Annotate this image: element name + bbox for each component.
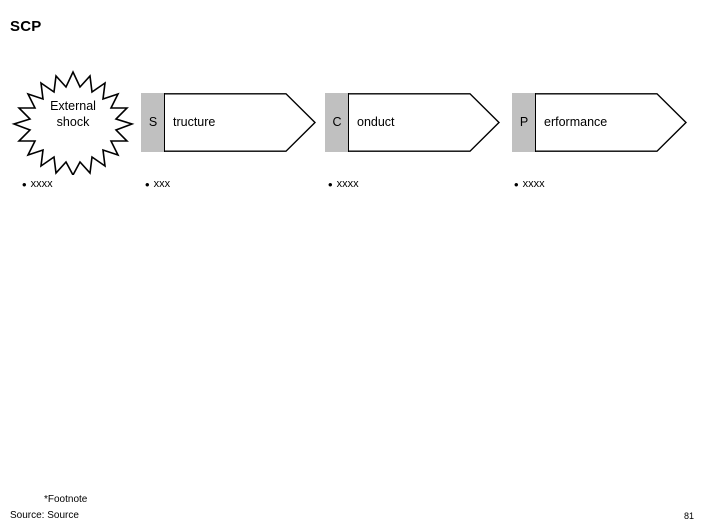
stage-chevron-structure[interactable]: S tructure [141, 93, 316, 152]
stage-chevron-conduct[interactable]: C onduct [325, 93, 500, 152]
page-title: SCP [10, 18, 42, 35]
stage-letter-conduct: C [332, 115, 342, 129]
stage-letter-performance: P [519, 115, 529, 129]
stage-word-conduct: onduct [357, 115, 395, 129]
starburst-icon [11, 70, 135, 175]
external-shock-label-line1: External [50, 99, 96, 113]
stage-chevron-performance[interactable]: P erformance [512, 93, 687, 152]
source-text: Source: Source [10, 510, 79, 521]
bullet-item: •xxxx [514, 176, 545, 192]
bullet-text: xxx [153, 178, 171, 191]
bullet-item: •xxxx [328, 176, 359, 192]
chevron-shape-icon [141, 93, 316, 152]
bullet-item: •xxx [145, 176, 171, 192]
bullet-dot-icon: • [514, 176, 519, 192]
stage-letter-box [512, 93, 536, 152]
external-shock-label: External shock [8, 98, 138, 130]
bullet-dot-icon: • [22, 176, 27, 192]
stage-word-performance: erformance [544, 115, 608, 129]
external-shock-label-line2: shock [56, 115, 90, 129]
page-number: 81 [683, 511, 694, 521]
chevron-shape-icon [325, 93, 500, 152]
stage-letter-structure: S [148, 115, 158, 129]
scp-diagram: External shock S tructure C onduct P erf… [0, 70, 706, 190]
bullet-text: xxxx [30, 178, 53, 191]
stage-word-structure: tructure [173, 115, 216, 129]
external-shock-shape: External shock [8, 70, 138, 175]
bullet-item: •xxxx [22, 176, 53, 192]
stage-letter-box [141, 93, 165, 152]
bullet-text: xxxx [336, 178, 359, 191]
bullet-text: xxxx [522, 178, 545, 191]
stage-letter-box [325, 93, 349, 152]
footnote-text: *Footnote [44, 494, 88, 505]
bullet-dot-icon: • [145, 176, 150, 192]
bullet-dot-icon: • [328, 176, 333, 192]
